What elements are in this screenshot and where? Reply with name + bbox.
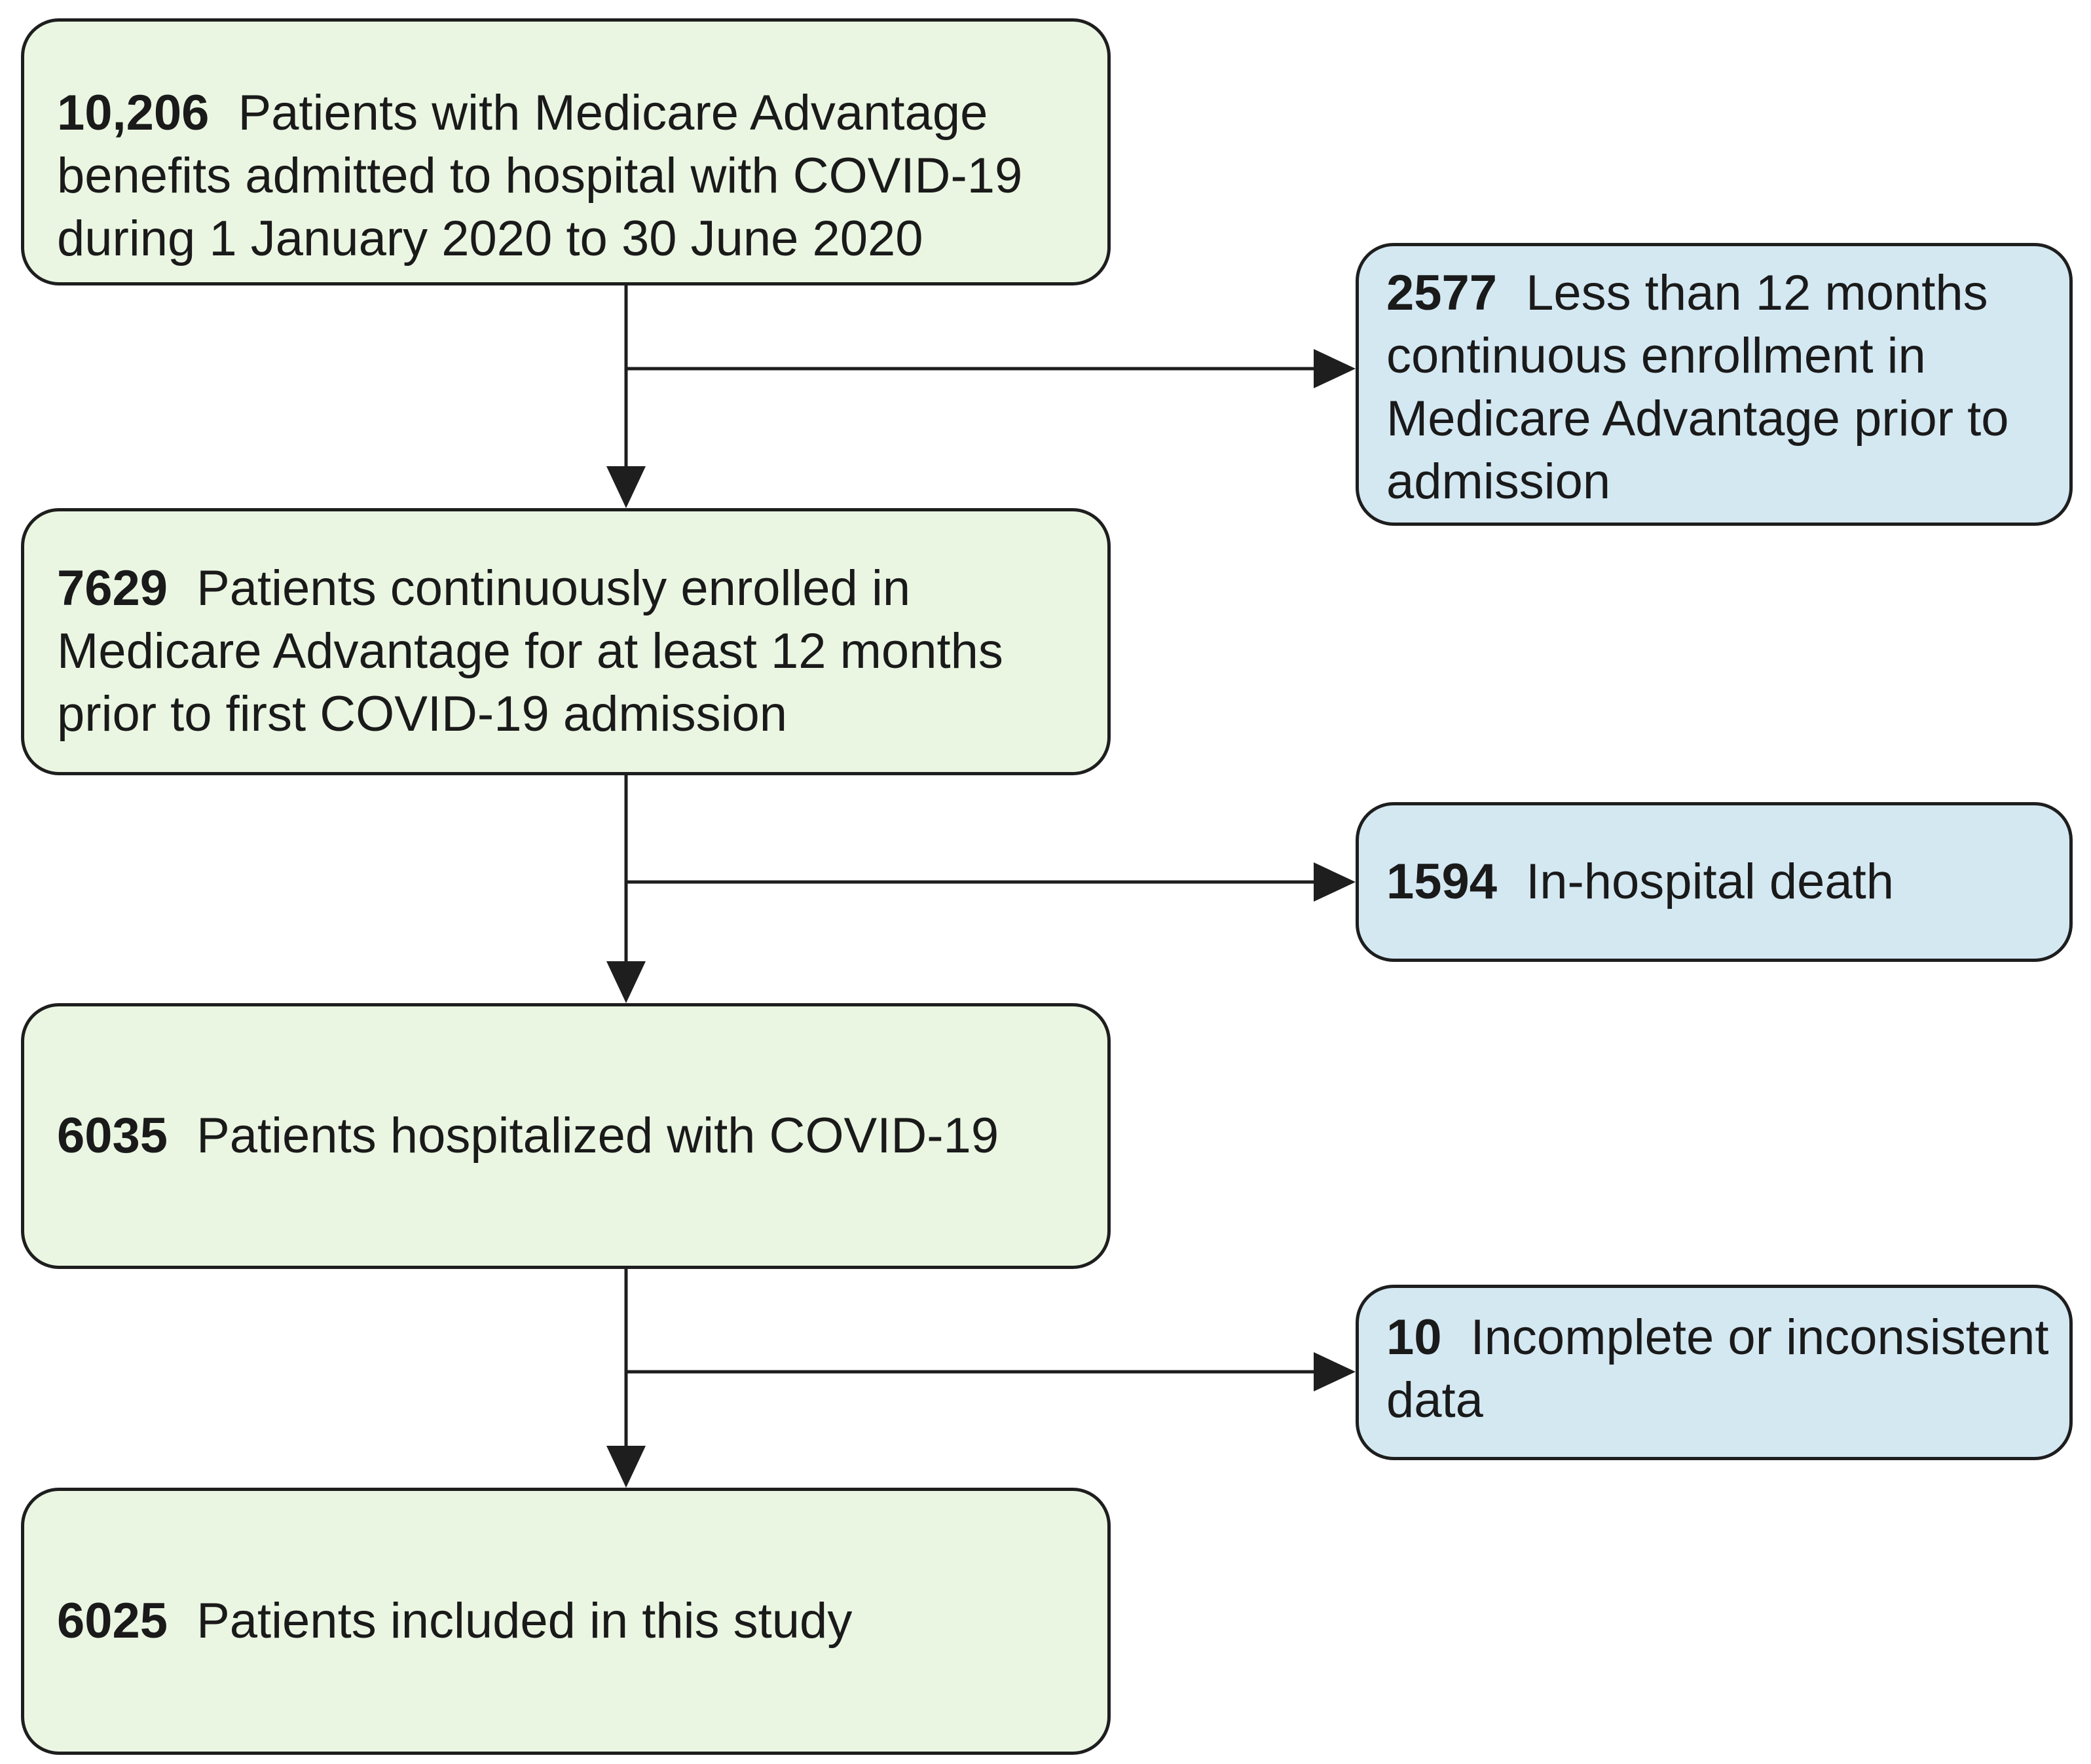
- step-3-count: 6035: [57, 1108, 168, 1164]
- exclusion-1-count: 2577: [1386, 265, 1498, 321]
- arrowhead-exclusion-2: [1314, 862, 1356, 902]
- exclusion-3-text: Incomplete or inconsistent data: [1386, 1310, 2049, 1428]
- arrowhead-step3: [606, 961, 646, 1003]
- exclusion-2-count: 1594: [1386, 854, 1498, 910]
- step-2-text: Patients continuously enrolled in Medica…: [57, 560, 1003, 742]
- exclusion-3-count: 10: [1386, 1310, 1442, 1365]
- step-1-count: 10,206: [57, 85, 210, 141]
- exclusion-2-box: 1594 In-hospital death: [1356, 802, 2073, 962]
- step-2-count: 7629: [57, 560, 168, 616]
- arrowhead-exclusion-3: [1314, 1352, 1356, 1391]
- exclusion-1-text: Less than 12 months continuous enrollmen…: [1386, 265, 2009, 509]
- step-4-count: 6025: [57, 1593, 168, 1649]
- step-4-text: Patients included in this study: [196, 1593, 853, 1649]
- step-4-box: 6025 Patients included in this study: [21, 1488, 1111, 1755]
- arrowhead-exclusion-1: [1314, 349, 1356, 388]
- step-1-text: Patients with Medicare Advantage benefit…: [57, 85, 1023, 266]
- step-3-box: 6035 Patients hospitalized with COVID-19: [21, 1003, 1111, 1269]
- arrowhead-step2: [606, 466, 646, 508]
- exclusion-2-text: In-hospital death: [1526, 854, 1895, 910]
- step-3-text: Patients hospitalized with COVID-19: [196, 1108, 999, 1164]
- arrowhead-step4: [606, 1446, 646, 1488]
